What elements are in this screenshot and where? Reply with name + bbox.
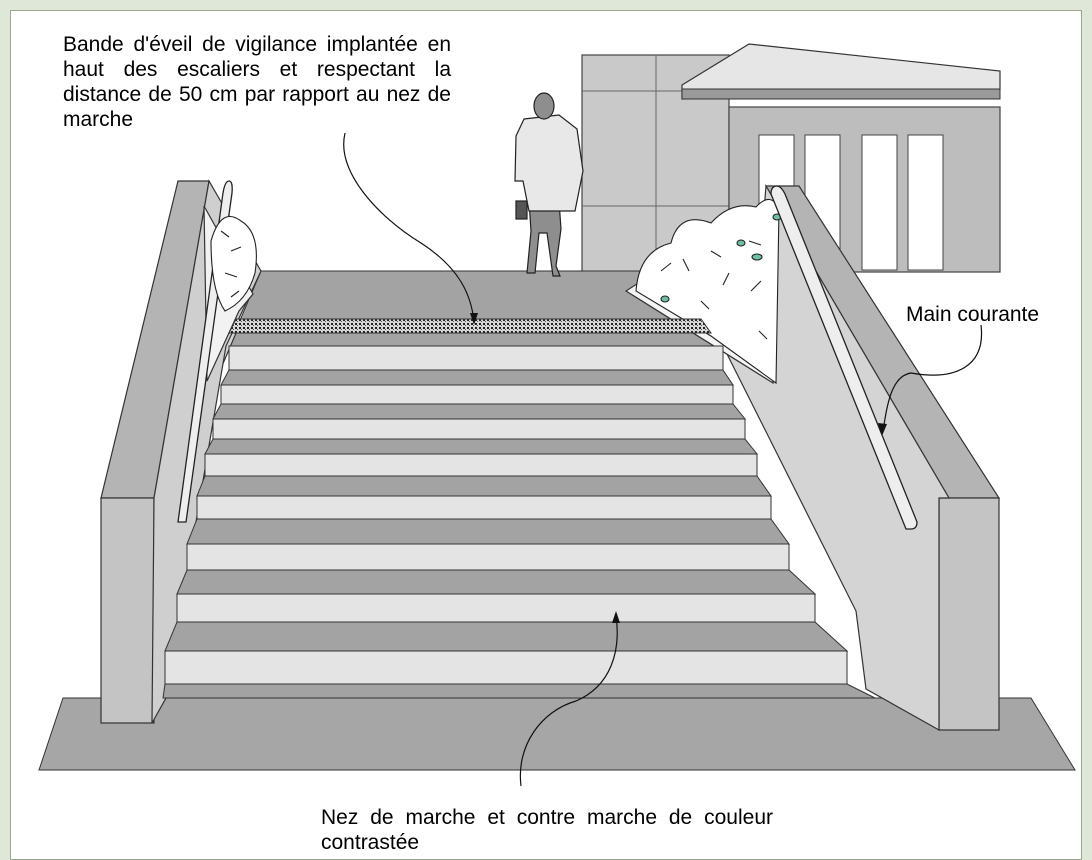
step-tread — [162, 683, 876, 699]
step-tread — [220, 369, 734, 386]
vigilance-band — [228, 318, 712, 334]
step-tread — [204, 438, 759, 455]
left-planter-shrubs — [210, 216, 257, 312]
step-tread — [164, 621, 849, 652]
pedestrian — [514, 92, 584, 277]
leader-step-nosing — [519, 615, 618, 787]
diagram-frame: Bande d'éveil de vigilance implantée en … — [10, 10, 1082, 860]
step-riser — [228, 345, 724, 371]
staircase-illustration — [38, 43, 1076, 787]
step-riser — [164, 650, 848, 685]
step-riser — [220, 384, 734, 405]
step-riser — [176, 593, 816, 623]
step-riser — [212, 418, 746, 440]
step-tread — [176, 569, 817, 595]
step-riser — [186, 543, 790, 571]
annotation-vigilance-band: Bande d'éveil de vigilance implantée en … — [63, 33, 451, 131]
annotation-step-nosing: Nez de marche et contre marche de couleu… — [321, 806, 773, 854]
step-tread — [196, 475, 772, 497]
step-tread — [186, 518, 790, 545]
leader-vigilance-band — [343, 132, 475, 322]
leader-handrail — [882, 324, 983, 432]
right-planter-shrubs — [635, 198, 782, 385]
right-handrail — [770, 185, 918, 530]
staircase — [162, 345, 876, 699]
leader-lines — [343, 132, 983, 787]
step-tread — [212, 403, 747, 420]
step-riser — [204, 453, 758, 477]
step-riser — [196, 495, 772, 520]
annotation-handrail: Main courante — [906, 303, 1040, 326]
